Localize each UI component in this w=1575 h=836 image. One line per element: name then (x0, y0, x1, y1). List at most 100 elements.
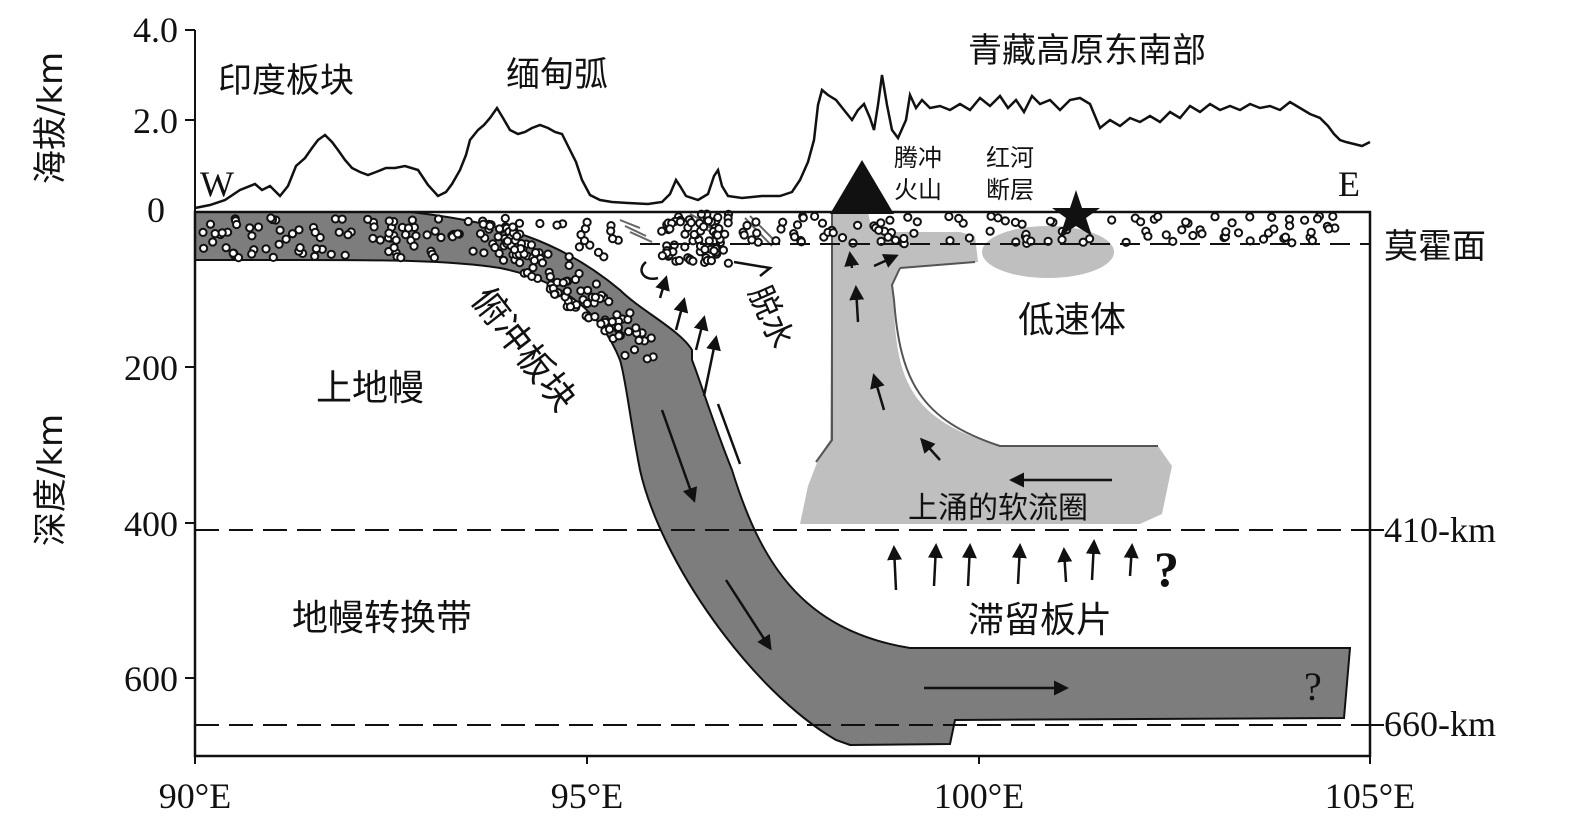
earthquake-circle (199, 243, 209, 253)
earthquake-circle (535, 218, 545, 229)
earthquake-circle (245, 223, 255, 233)
earthquake-circle (689, 229, 699, 240)
earthquake-circle (596, 319, 606, 329)
india-plate-label: 印度板块 (218, 61, 354, 101)
elev-tick-0: 0 (147, 190, 165, 230)
earthquake-circle (964, 233, 975, 243)
earthquake-circle (247, 231, 257, 241)
depth-tick-600: 600 (124, 659, 178, 699)
earthquake-circle (500, 213, 510, 223)
earthquake-circle (543, 249, 553, 259)
earthquake-circle (606, 226, 616, 236)
red-river-star (1052, 190, 1100, 236)
earthquake-circle (253, 222, 264, 232)
earthquake-circle (1168, 236, 1178, 246)
earthquake-circle (247, 249, 257, 259)
earthquake-circle (391, 235, 401, 245)
earthquake-circle (625, 308, 635, 318)
earthquake-circle (334, 227, 344, 237)
slab-arrow-1 (660, 409, 698, 503)
earthquake-circle (593, 247, 604, 257)
depth-axis-label: 深度/km (31, 414, 71, 546)
depth-tick-200: 200 (124, 348, 178, 388)
dehyd-arrow-1 (655, 275, 670, 299)
upwelling-asthenosphere-label: 上涌的软流圈 (908, 491, 1088, 526)
earthquake-circle (1324, 224, 1334, 234)
shear-marks (640, 260, 773, 465)
earthquake-circle (1287, 238, 1297, 248)
earthquake-circle (798, 213, 808, 223)
earthquake-circle (790, 232, 800, 242)
earthquake-circle (985, 226, 995, 236)
earthquake-circle (612, 310, 622, 320)
earthquake-circle (1221, 227, 1231, 237)
earthquake-circle (713, 230, 723, 240)
earthquake-circle (1045, 216, 1056, 226)
earthquake-circle (281, 234, 291, 244)
label-410km: 410-km (1384, 510, 1496, 550)
flow-arrows (655, 251, 1139, 696)
slab-arrow-2 (724, 579, 772, 651)
earthquake-circle (776, 224, 786, 234)
earthquake-circle (384, 216, 394, 226)
earthquake-circle (429, 253, 439, 263)
earthquake-circle (582, 298, 592, 309)
earthquake-circle (562, 286, 572, 296)
earthquake-circle (752, 228, 762, 238)
earthquake-circle (198, 227, 208, 237)
earthquake-circle (422, 230, 432, 240)
earthquake-circle (591, 279, 602, 289)
upwelling-outline (815, 212, 1158, 463)
earthquake-circle (590, 312, 600, 322)
earthquake-circle (494, 224, 505, 234)
earthquake-circle (703, 216, 714, 226)
earthquake-circle (508, 222, 518, 232)
earthquake-circle (1328, 211, 1338, 221)
earthquake-circle (646, 333, 656, 343)
earthquake-circle (629, 345, 640, 355)
earthquake-circle (294, 225, 304, 235)
earthquake-circle (221, 243, 231, 253)
earthquake-circle (688, 256, 698, 266)
earthquake-circle (228, 248, 238, 258)
earthquake-circle (1143, 231, 1153, 241)
low-velocity-body-label: 低速体 (1018, 300, 1126, 341)
earthquake-circle (310, 227, 320, 237)
earthquake-circle (490, 242, 500, 253)
earthquake-circle (912, 217, 922, 227)
earthquake-circle (287, 229, 298, 239)
earthquake-circle (674, 255, 684, 266)
earthquake-circle (479, 248, 489, 258)
earthquake-circle (675, 217, 686, 227)
earthquake-circle (1177, 225, 1187, 235)
earthquake-circle (1233, 228, 1244, 238)
x-tick-90: 90°E (159, 776, 231, 816)
earthquake-circle (515, 258, 525, 268)
earthquake-circle (268, 252, 278, 262)
earthquake-circle (1267, 212, 1277, 222)
transition-zone-label: 地幔转换带 (292, 598, 472, 639)
rise-arrow-7 (1123, 543, 1139, 577)
rise-arrow-1 (887, 545, 903, 591)
earthquake-circle (526, 240, 537, 250)
earthquake-circle (899, 233, 909, 244)
earthquake-circle (493, 232, 503, 242)
earthquake-circle (903, 212, 913, 222)
earthquake-circle (1312, 214, 1323, 224)
earthquake-circle (232, 219, 242, 230)
earthquake-circle (1280, 232, 1291, 242)
earthquake-circle (723, 258, 734, 268)
west-label: W (200, 164, 234, 204)
earthquake-circle (274, 239, 284, 249)
earthquake-circle (1285, 221, 1295, 231)
earthquake-circle (343, 230, 353, 240)
earthquake-circle (620, 350, 630, 360)
earthquake-circle (607, 317, 617, 327)
earthquake-circle (295, 243, 305, 253)
earthquake-circle (337, 214, 347, 224)
earthquake-circle (266, 213, 276, 223)
earthquake-circle (604, 297, 614, 307)
earthquake-circle (311, 244, 321, 254)
earthquake-circle (514, 218, 525, 228)
